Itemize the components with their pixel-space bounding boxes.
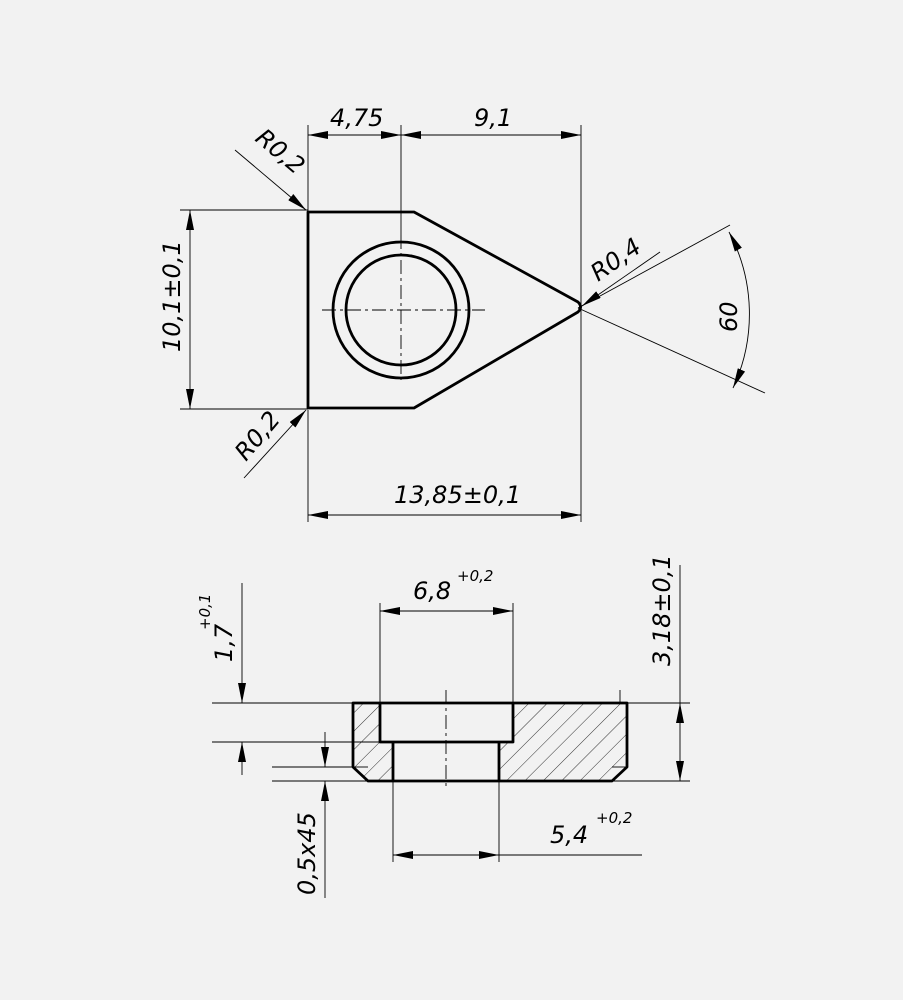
radius-text-tip: R0,4 xyxy=(585,233,646,287)
section-view: 6,8 +0,2 1,7 +0,1 3,18±0,1 5,4 +0,2 0,5x… xyxy=(196,554,690,898)
dim-text-9-1: 9,1 xyxy=(474,104,512,132)
counterbore-outline xyxy=(378,703,515,744)
dim-text-hole: 5,4 xyxy=(550,821,588,849)
hole-outline xyxy=(391,742,501,781)
radius-text-bottom-left: R0,2 xyxy=(229,406,286,466)
dim-text-length: 13,85±0,1 xyxy=(394,481,521,509)
dim-text-height: 10,1±0,1 xyxy=(158,240,186,352)
section-hatch-right xyxy=(499,703,627,781)
dim-tol-depth: +0,1 xyxy=(196,594,214,630)
leader-radius-bottom-left xyxy=(243,409,307,479)
leader-radius-top-left xyxy=(234,149,307,211)
dim-text-thickness: 3,18±0,1 xyxy=(648,554,676,666)
dim-text-chamfer: 0,5x45 xyxy=(293,812,321,895)
dim-tol-hole: +0,2 xyxy=(596,809,632,827)
dim-text-counterbore: 6,8 xyxy=(413,577,451,605)
dim-text-depth: 1,7 xyxy=(210,623,238,662)
dim-tol-counterbore: +0,2 xyxy=(457,567,493,585)
leader-radius-tip xyxy=(581,251,661,307)
angle-arc xyxy=(728,231,750,389)
top-view: 4,75 9,1 10,1±0,1 13,85±0,1 R0,2 R0,2 R0… xyxy=(158,104,766,522)
radius-text-top-left: R0,2 xyxy=(250,123,310,180)
dim-text-4-75: 4,75 xyxy=(330,104,383,132)
angle-extension-upper xyxy=(577,224,731,309)
angle-text: 60 xyxy=(715,301,743,332)
part-outline xyxy=(306,210,582,410)
